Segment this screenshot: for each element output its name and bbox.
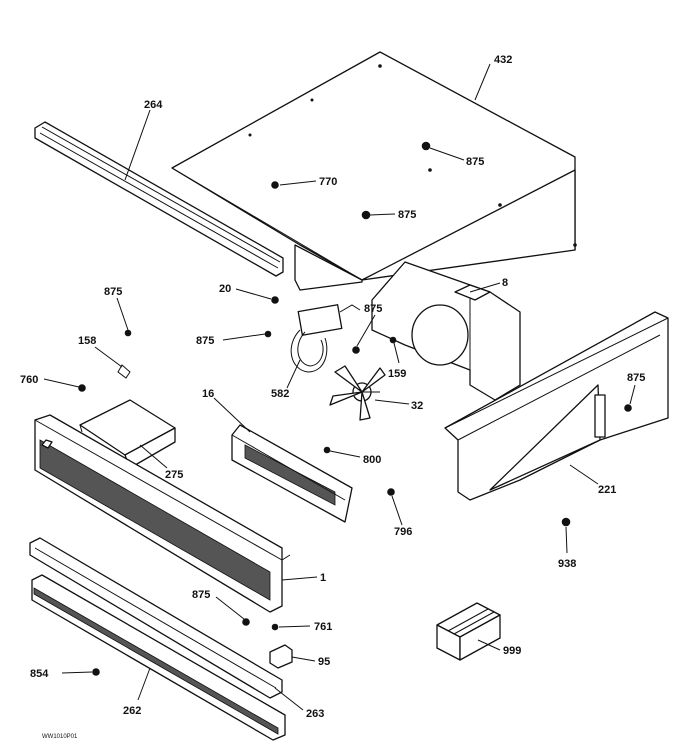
callout-582: 582	[271, 388, 289, 400]
small-bracket	[79, 399, 176, 469]
callout-8: 8	[502, 277, 508, 289]
callout-875-f: 875	[627, 372, 645, 384]
callout-770: 770	[319, 176, 337, 188]
callout-263: 263	[306, 708, 324, 720]
callout-875-b: 875	[398, 209, 416, 221]
trim-strip	[29, 537, 283, 699]
bottom-vent-strip	[31, 574, 286, 741]
callout-875-g: 875	[192, 589, 210, 601]
callout-796: 796	[394, 526, 412, 538]
callout-875-a: 875	[466, 156, 484, 168]
control-panel	[34, 414, 291, 613]
callout-761: 761	[314, 621, 332, 633]
callout-158: 158	[78, 335, 96, 347]
callout-32: 32	[411, 400, 423, 412]
callout-159: 159	[388, 368, 406, 380]
callout-1: 1	[320, 572, 326, 584]
callout-264: 264	[144, 99, 163, 111]
side-bracket	[444, 311, 669, 501]
callout-999: 999	[503, 645, 521, 657]
callout-938: 938	[558, 558, 576, 570]
callout-800: 800	[363, 454, 381, 466]
blower-housing	[371, 261, 521, 401]
long-rail	[34, 121, 284, 277]
callout-760: 760	[20, 374, 38, 386]
callout-16: 16	[202, 388, 214, 400]
callout-262: 262	[123, 705, 141, 717]
callout-875-e: 875	[196, 335, 214, 347]
callout-875-c: 875	[104, 286, 122, 298]
figure-code: WW1010P01	[42, 734, 78, 740]
callout-275: 275	[165, 469, 183, 481]
callout-20: 20	[219, 283, 231, 295]
leader-lines	[43, 63, 636, 711]
callout-95: 95	[318, 656, 330, 668]
callout-221: 221	[598, 484, 616, 496]
control-board	[231, 424, 353, 523]
clip	[269, 644, 293, 669]
fan-blade	[329, 365, 386, 421]
callout-875-d: 875	[364, 303, 382, 315]
callout-labels: 432 264 875 770 875 20 8 875 875 875 158…	[20, 54, 645, 720]
callout-432: 432	[494, 54, 512, 66]
screws	[78, 141, 632, 676]
callout-854: 854	[30, 668, 49, 680]
top-cover-panel	[171, 51, 577, 291]
parts-box	[436, 602, 501, 661]
motor	[290, 304, 361, 373]
